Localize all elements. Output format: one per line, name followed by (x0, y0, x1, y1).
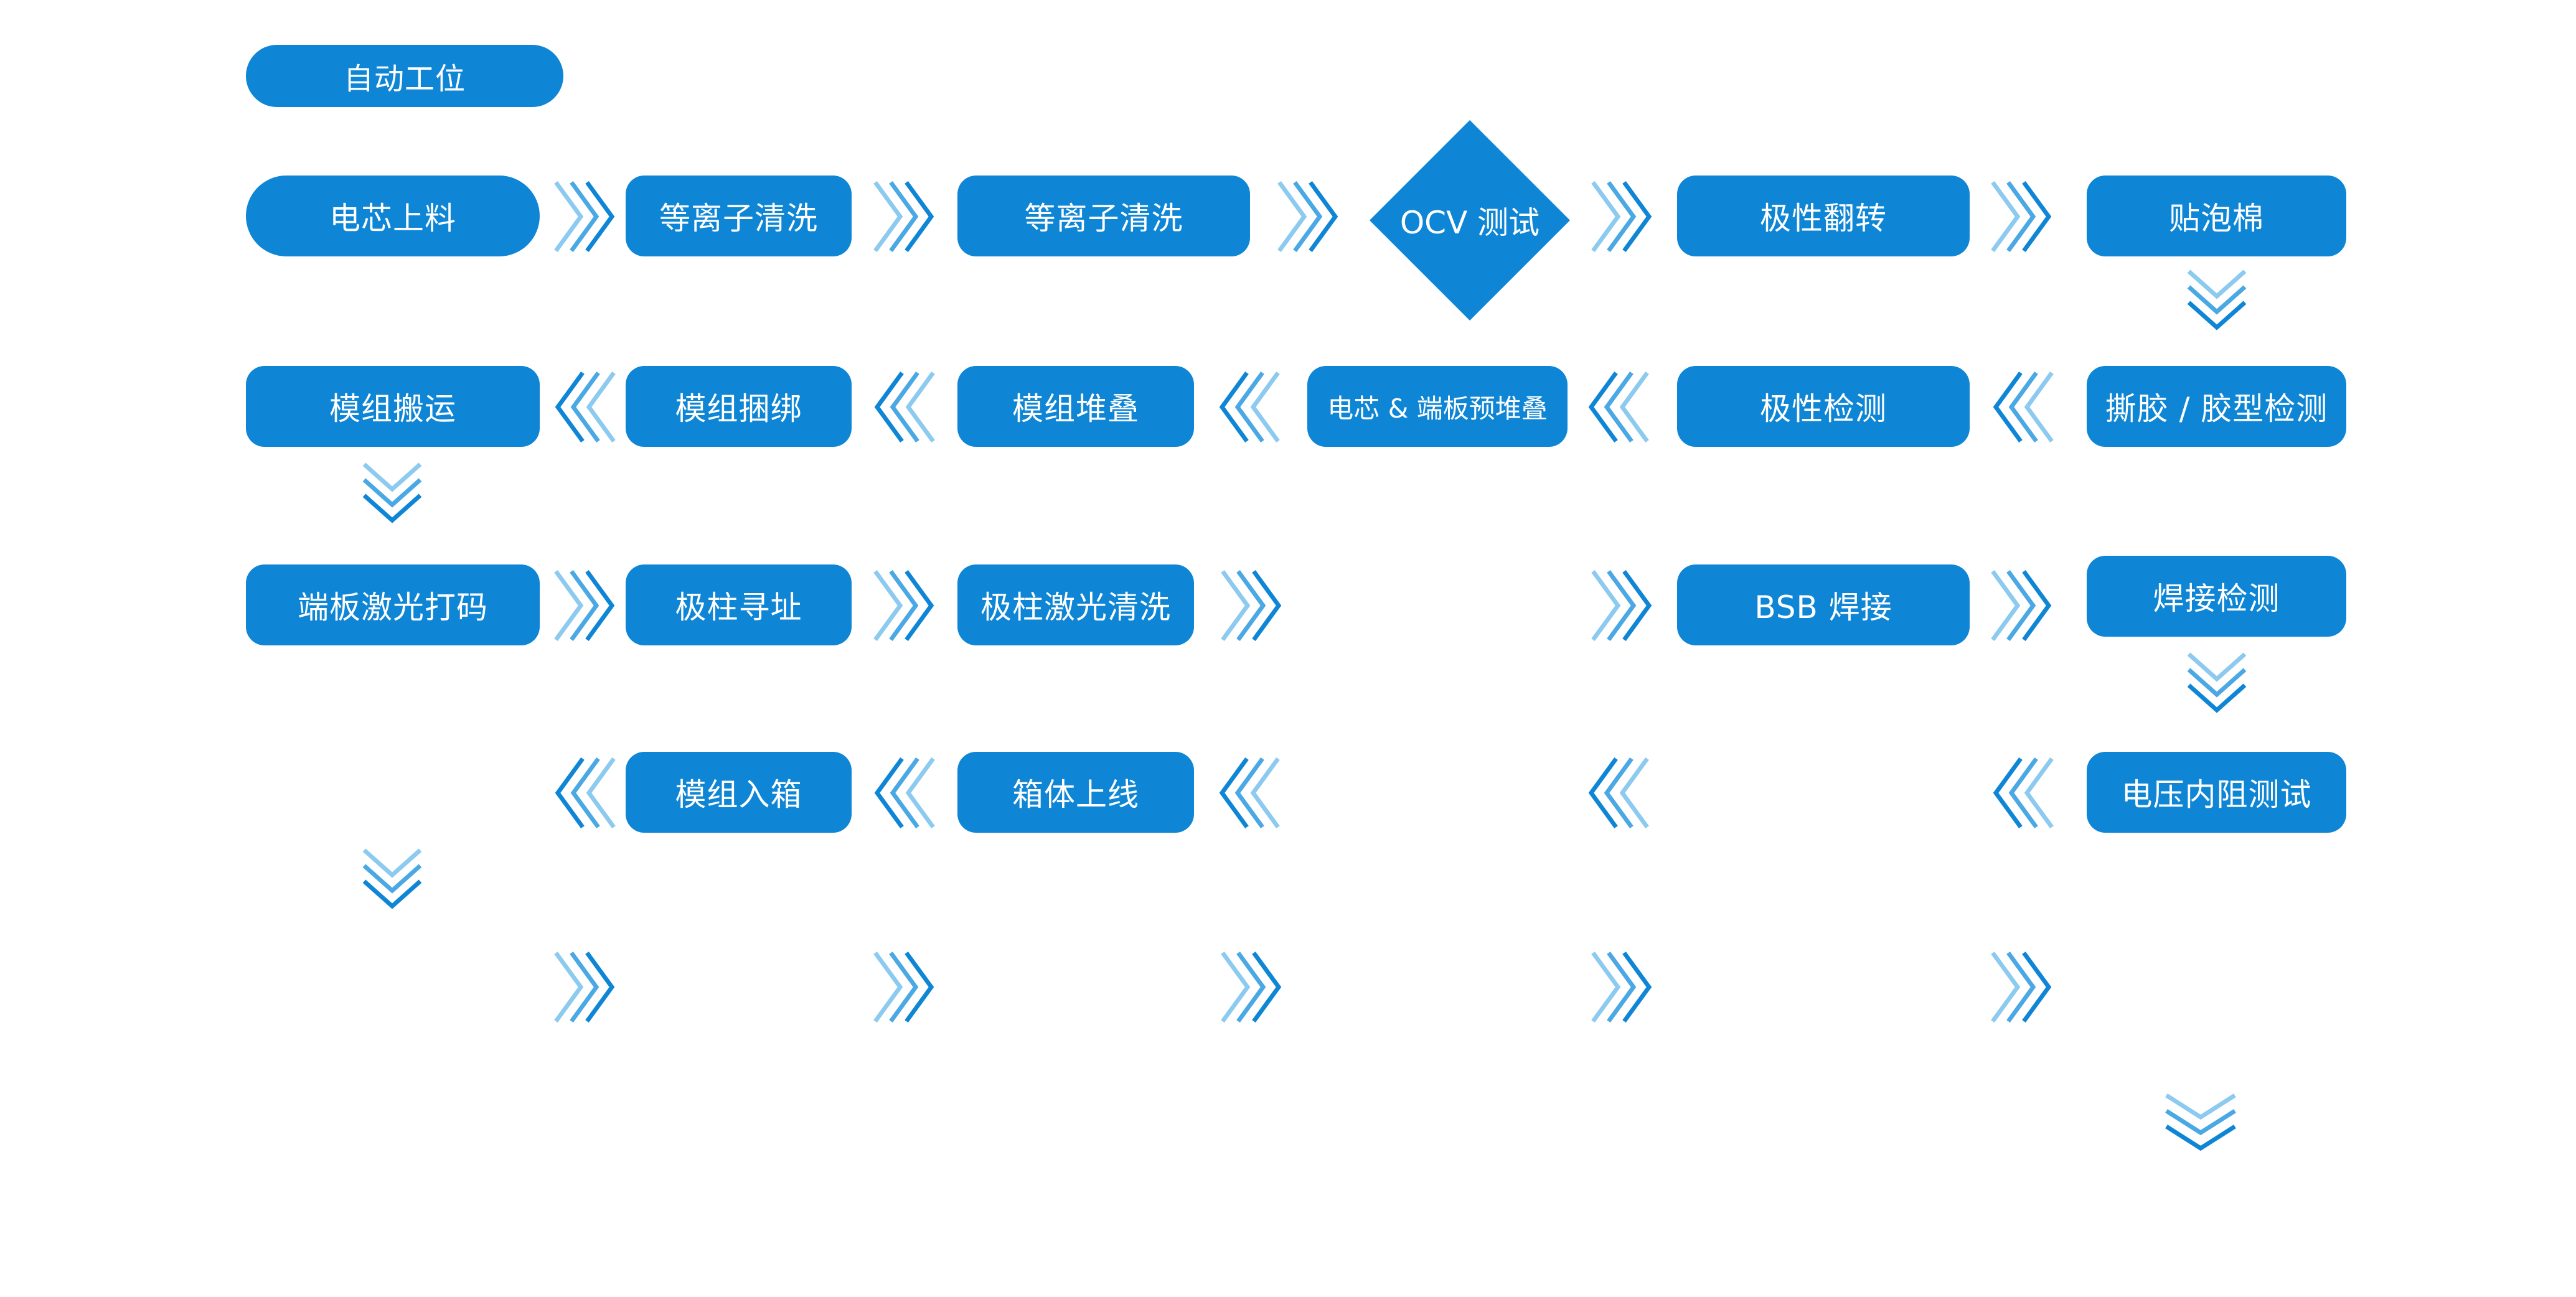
chevron-right-icon (1992, 952, 2049, 1022)
chevron-left-icon (1221, 758, 1279, 828)
chevron-left-icon (1591, 758, 1648, 828)
chevron-right-icon (1592, 182, 1650, 251)
node-plasma-clean-1[interactable]: 等离子清洗 (626, 176, 852, 256)
chevron-right-icon (875, 182, 932, 251)
node-bsb-weld[interactable]: BSB 焊接 (1677, 564, 1970, 645)
chevron-left-icon (557, 758, 614, 828)
node-module-transport[interactable]: 模组搬运 (246, 366, 540, 447)
chevron-down-icon (364, 850, 421, 908)
chevron-right-icon (1992, 571, 2049, 640)
node-pole-locate[interactable]: 极柱寻址 (626, 564, 852, 645)
chevron-left-icon (1591, 372, 1648, 442)
chevron-down-icon (364, 464, 421, 522)
node-module-bind[interactable]: 模组捆绑 (626, 366, 852, 447)
node-box-online[interactable]: 箱体上线 (957, 752, 1194, 833)
chevron-right-icon (1592, 952, 1650, 1022)
chevron-right-icon (1222, 952, 1279, 1022)
node-polarity-check[interactable]: 极性检测 (1677, 366, 1970, 447)
node-voltage-resistance-test[interactable]: 电压内阻测试 (2087, 752, 2346, 833)
node-film-tear[interactable]: 撕胶 / 胶型检测 (2087, 366, 2346, 447)
node-module-boxing[interactable]: 模组入箱 (626, 752, 852, 833)
chevron-right-icon (1992, 182, 2049, 251)
chevron-right-icon (555, 571, 613, 640)
node-pole-laser-clean[interactable]: 极柱激光清洗 (957, 564, 1194, 645)
chevron-right-icon (1279, 182, 1336, 251)
chevron-left-icon (877, 758, 934, 828)
chevron-left-icon (1995, 372, 2052, 442)
node-cell-loading[interactable]: 电芯上料 (246, 176, 540, 256)
node-polarity-flip[interactable]: 极性翻转 (1677, 176, 1970, 256)
chevron-right-icon (555, 952, 613, 1022)
node-foam-attach[interactable]: 贴泡棉 (2087, 176, 2346, 256)
chevron-right-icon (875, 571, 932, 640)
chevron-left-icon (1995, 758, 2052, 828)
chevron-left-icon (877, 372, 934, 442)
diamond-shape (1370, 120, 1570, 321)
node-ocv-test[interactable]: OCV 测试 (1370, 120, 1570, 321)
chevron-down-icon (2188, 271, 2245, 329)
node-endplate-laser-mark[interactable]: 端板激光打码 (246, 564, 540, 645)
chevron-left-icon (1221, 372, 1279, 442)
chevron-right-icon (1592, 571, 1650, 640)
node-weld-check[interactable]: 焊接检测 (2087, 556, 2346, 637)
node-cell-endplate-prestack[interactable]: 电芯 & 端板预堆叠 (1307, 366, 1568, 447)
node-plasma-clean-2[interactable]: 等离子清洗 (957, 176, 1250, 256)
node-module-stack[interactable]: 模组堆叠 (957, 366, 1194, 447)
chevron-right-icon (875, 952, 932, 1022)
chevron-right-icon (1222, 571, 1279, 640)
chevron-right-icon (555, 182, 613, 251)
ocv-test-label: OCV 测试 (1399, 205, 1540, 241)
chevron-left-icon (557, 372, 614, 442)
chevron-down-icon (2188, 653, 2245, 712)
section-title: 自动工位 (246, 45, 563, 107)
chevron-down-icon (2165, 1093, 2236, 1151)
